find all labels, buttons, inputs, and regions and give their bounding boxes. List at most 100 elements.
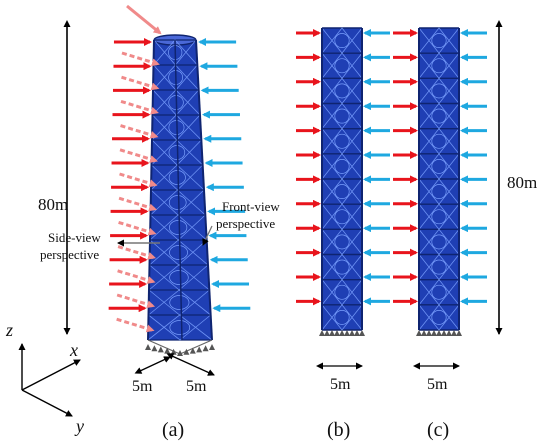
force-arrow-a-oblique bbox=[120, 99, 159, 115]
tower-a-leg-mid bbox=[174, 39, 183, 341]
tower-b-node bbox=[334, 133, 350, 149]
tower-b-node bbox=[334, 284, 350, 300]
tower-c-node bbox=[431, 284, 447, 300]
tower-a-support bbox=[145, 344, 151, 350]
base-dimension-b: 5m bbox=[316, 362, 363, 393]
tower-c-support bbox=[451, 330, 457, 336]
tower-c-support bbox=[446, 330, 452, 336]
tower-b-support bbox=[319, 330, 325, 336]
tower-b-node bbox=[334, 108, 350, 124]
height-dimension-right: 80m bbox=[495, 20, 537, 335]
force-arrow-a-oblique bbox=[121, 51, 160, 67]
tower-c-node bbox=[431, 58, 447, 74]
tower-c-node bbox=[431, 108, 447, 124]
panel-label-a: (a) bbox=[162, 419, 184, 441]
side-view-annotation: Side-view perspective bbox=[40, 230, 160, 262]
tower-a-node bbox=[169, 295, 190, 310]
tower-a-support bbox=[209, 344, 215, 350]
tower-c-node bbox=[431, 133, 447, 149]
tower-b-node bbox=[334, 310, 350, 325]
tower-b-support bbox=[344, 330, 350, 336]
tower-a-leg-right bbox=[195, 39, 213, 341]
tower-c-support bbox=[431, 330, 437, 336]
tower-c bbox=[416, 27, 462, 336]
tower-b-node bbox=[334, 159, 350, 174]
tower-a-support bbox=[189, 347, 196, 354]
force-arrow-a-oblique bbox=[116, 317, 155, 333]
tower-c-support bbox=[416, 330, 422, 336]
tower-b-node bbox=[334, 83, 350, 99]
force-arrow-a-oblique bbox=[119, 172, 158, 188]
force-arrow-a-oblique bbox=[118, 196, 157, 212]
front-view-annotation: Front-view perspective bbox=[202, 199, 280, 246]
tower-a-support bbox=[164, 347, 171, 354]
tower-b-support bbox=[334, 330, 340, 336]
side-view-label-line2: perspective bbox=[40, 247, 99, 262]
force-arrow-a-oblique bbox=[117, 269, 156, 284]
force-arrow-a-oblique bbox=[120, 124, 159, 139]
tower-c-node bbox=[431, 184, 447, 199]
tower-a-support bbox=[157, 346, 164, 353]
tower-c-node bbox=[431, 159, 447, 174]
tower-b-support bbox=[324, 330, 330, 336]
axis-y-label: y bbox=[74, 416, 84, 436]
tower-a-node bbox=[169, 270, 189, 285]
tower-a-bracing bbox=[147, 314, 213, 341]
tower-a-node bbox=[168, 170, 186, 185]
height-label-right: 80m bbox=[507, 173, 537, 192]
tower-a-support bbox=[196, 346, 203, 353]
panel-label-b: (b) bbox=[327, 419, 350, 441]
tower-b bbox=[319, 27, 365, 336]
force-arrow-a-oblique bbox=[116, 293, 156, 309]
base-dim-a-right: 5m bbox=[186, 378, 207, 395]
tower-b-node bbox=[334, 33, 350, 48]
tower-b-support bbox=[339, 330, 345, 336]
tower-a-node bbox=[168, 195, 187, 210]
tower-b-support bbox=[349, 330, 355, 336]
force-arrow-a-oblique bbox=[117, 245, 157, 260]
tower-c-support bbox=[421, 330, 427, 336]
side-view-label-line1: Side-view bbox=[48, 230, 101, 245]
tower-b-node bbox=[334, 184, 350, 199]
height-dimension-left: 80m bbox=[38, 20, 71, 335]
force-arrow-a-oblique bbox=[121, 75, 160, 91]
tower-b-node bbox=[334, 209, 350, 225]
base-dim-a-left: 5m bbox=[132, 378, 153, 395]
tower-a-support bbox=[202, 345, 209, 352]
base-dim-c: 5m bbox=[427, 376, 448, 393]
force-arrow-a-oblique bbox=[119, 148, 158, 163]
tower-c-support bbox=[456, 330, 462, 336]
tower-a-support bbox=[151, 345, 158, 352]
tower-c-support bbox=[441, 330, 447, 336]
tower-c-node bbox=[431, 310, 447, 325]
tower-b-support bbox=[354, 330, 360, 336]
tower-a bbox=[145, 34, 215, 356]
tower-a-node bbox=[169, 320, 191, 335]
front-view-label-line2: perspective bbox=[216, 216, 275, 231]
coordinate-axes: z x y bbox=[5, 320, 84, 436]
base-dimension-a: 5m 5m bbox=[132, 353, 215, 395]
tower-b-support bbox=[359, 330, 365, 336]
base-dimension-c: 5m bbox=[413, 362, 460, 393]
tower-b-node bbox=[334, 259, 350, 275]
tower-c-node bbox=[431, 234, 447, 250]
force-arrow-a-oblique bbox=[118, 220, 157, 236]
tower-c-node bbox=[431, 83, 447, 99]
tower-a-node bbox=[169, 220, 188, 235]
tower-a-node bbox=[169, 245, 188, 260]
tower-c-node bbox=[431, 259, 447, 275]
tower-c-support bbox=[436, 330, 442, 336]
tower-c-node bbox=[431, 33, 447, 48]
tower-b-node bbox=[334, 234, 350, 250]
base-dim-b: 5m bbox=[330, 376, 351, 393]
force-arrows bbox=[108, 4, 487, 333]
tower-c-support bbox=[426, 330, 432, 336]
axis-x-label: x bbox=[69, 340, 78, 360]
force-arrow-a-top bbox=[126, 4, 162, 35]
height-label-left: 80m bbox=[38, 195, 68, 214]
panel-label-c: (c) bbox=[427, 419, 449, 441]
front-view-label-line1: Front-view bbox=[222, 199, 280, 214]
axis-z-label: z bbox=[5, 320, 13, 340]
tower-c-node bbox=[431, 209, 447, 225]
